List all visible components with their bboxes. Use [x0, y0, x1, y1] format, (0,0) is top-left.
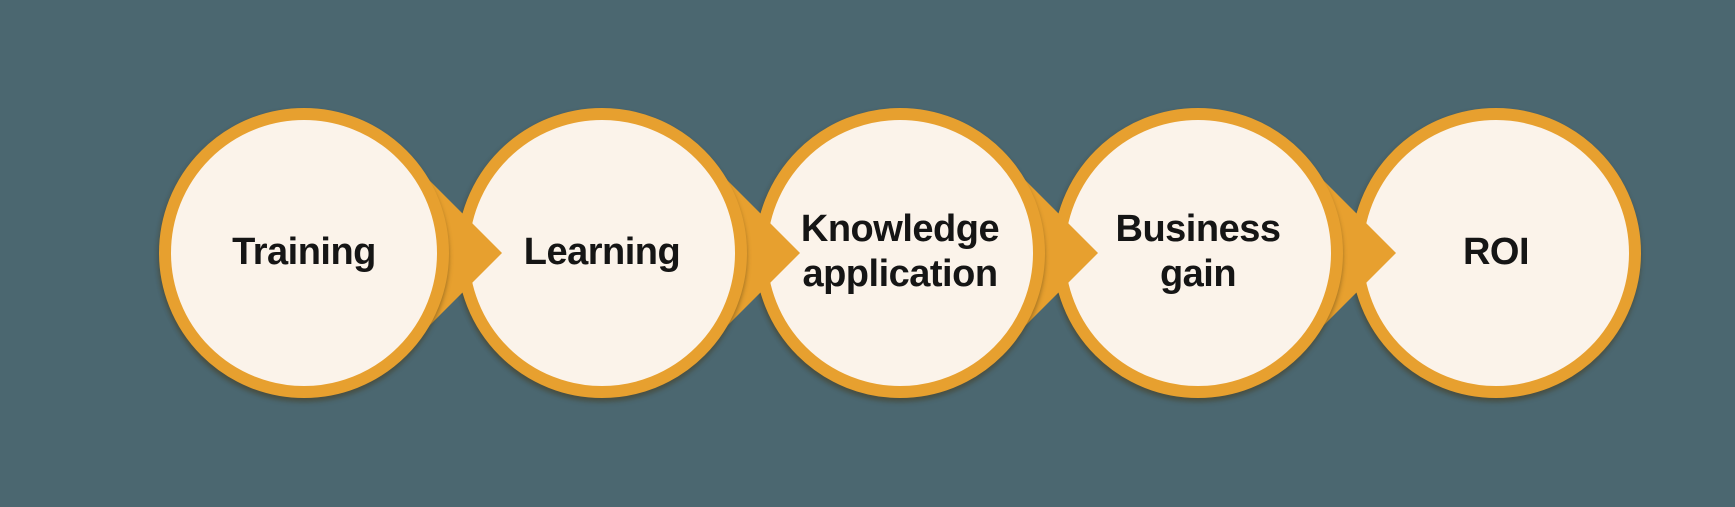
step-label-training: Training: [232, 230, 376, 273]
step-label-business-gain: Business gain: [1115, 208, 1281, 295]
step-circle-training: Training: [159, 108, 449, 398]
step-label-knowledge-application: Knowledge application: [800, 208, 1000, 295]
step-label-learning: Learning: [523, 230, 681, 273]
step-label-roi: ROI: [1462, 230, 1530, 273]
